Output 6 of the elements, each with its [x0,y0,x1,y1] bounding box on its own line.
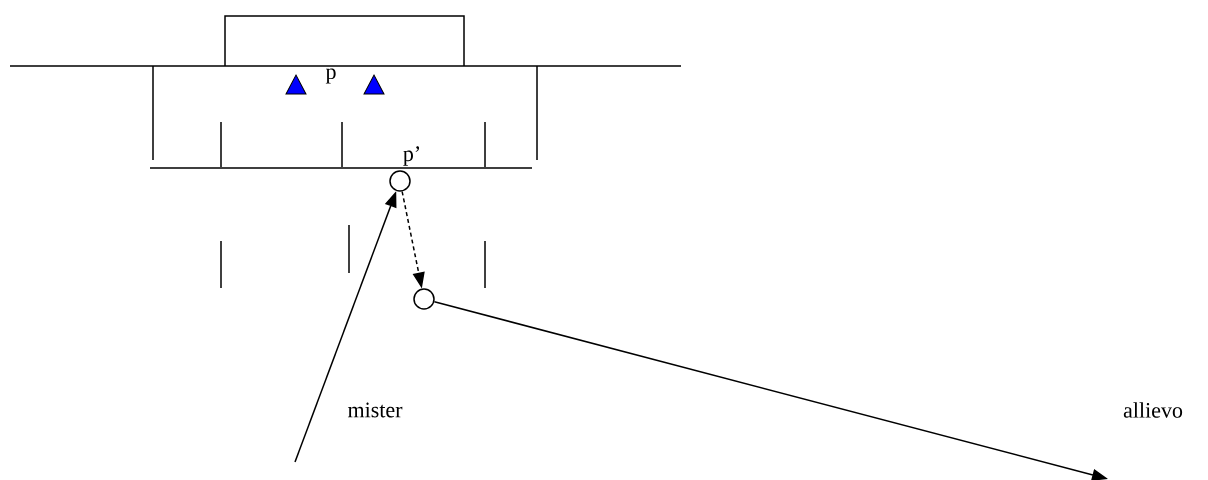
player-circle [413,288,435,310]
text-label: p’ [403,146,420,166]
text-label: p [325,68,336,84]
text-label: allievo [1123,402,1183,418]
text-label: mister [347,402,403,418]
player-circle [389,170,411,192]
